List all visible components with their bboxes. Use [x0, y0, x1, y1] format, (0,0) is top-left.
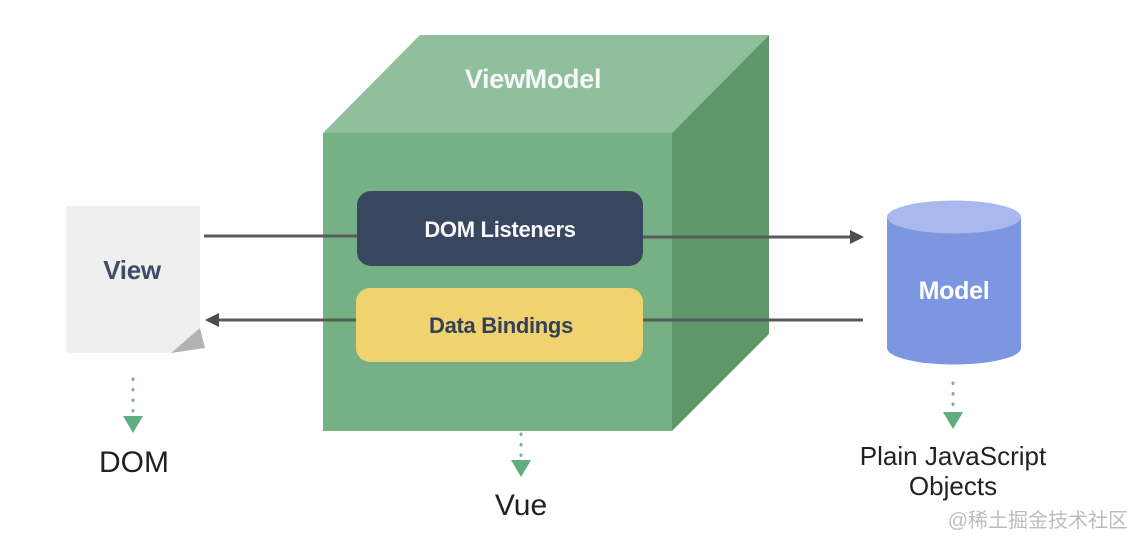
watermark-text: @稀土掘金技术社区	[948, 509, 1128, 532]
plain-js-objects-caption: Plain JavaScript Objects	[860, 441, 1047, 501]
cube-front-face	[323, 133, 672, 431]
plain-js-caption-line2: Objects	[909, 471, 997, 501]
dotted-arrow-head-icon	[511, 460, 531, 477]
vue-caption: Vue	[495, 489, 547, 522]
paper-fold-icon	[171, 328, 205, 353]
cylinder-top	[887, 200, 1021, 234]
plain-js-caption-line1: Plain JavaScript	[860, 441, 1047, 471]
dom-listeners-box: DOM Listeners	[357, 191, 643, 266]
dom-listeners-label: DOM Listeners	[424, 217, 575, 242]
paper-shape	[66, 206, 200, 353]
cube-top-face	[323, 35, 769, 133]
arrow-head-icon	[850, 230, 864, 244]
data-bindings-label: Data Bindings	[429, 313, 573, 338]
dotted-arrow-head-icon	[123, 416, 143, 433]
dotted-arrow-viewmodel-to-vue	[511, 432, 531, 477]
arrow-dom-listeners-to-model	[640, 230, 864, 244]
cube-side-face	[672, 35, 769, 431]
dom-caption: DOM	[99, 446, 169, 479]
data-bindings-box: Data Bindings	[356, 288, 643, 362]
viewmodel-cube	[323, 35, 769, 431]
dom-listeners-rect	[357, 191, 643, 266]
dotted-arrow-model-to-objects	[943, 381, 963, 429]
model-cylinder: Model	[887, 200, 1021, 365]
view-label: View	[103, 255, 162, 285]
viewmodel-label: ViewModel	[465, 64, 601, 94]
data-bindings-rect	[356, 288, 643, 362]
view-paper: View	[66, 206, 205, 353]
dotted-arrow-head-icon	[943, 412, 963, 429]
cylinder-body	[887, 217, 1021, 365]
arrow-head-icon	[205, 313, 219, 327]
model-label: Model	[919, 277, 990, 305]
dotted-arrow-view-to-dom	[123, 377, 143, 433]
